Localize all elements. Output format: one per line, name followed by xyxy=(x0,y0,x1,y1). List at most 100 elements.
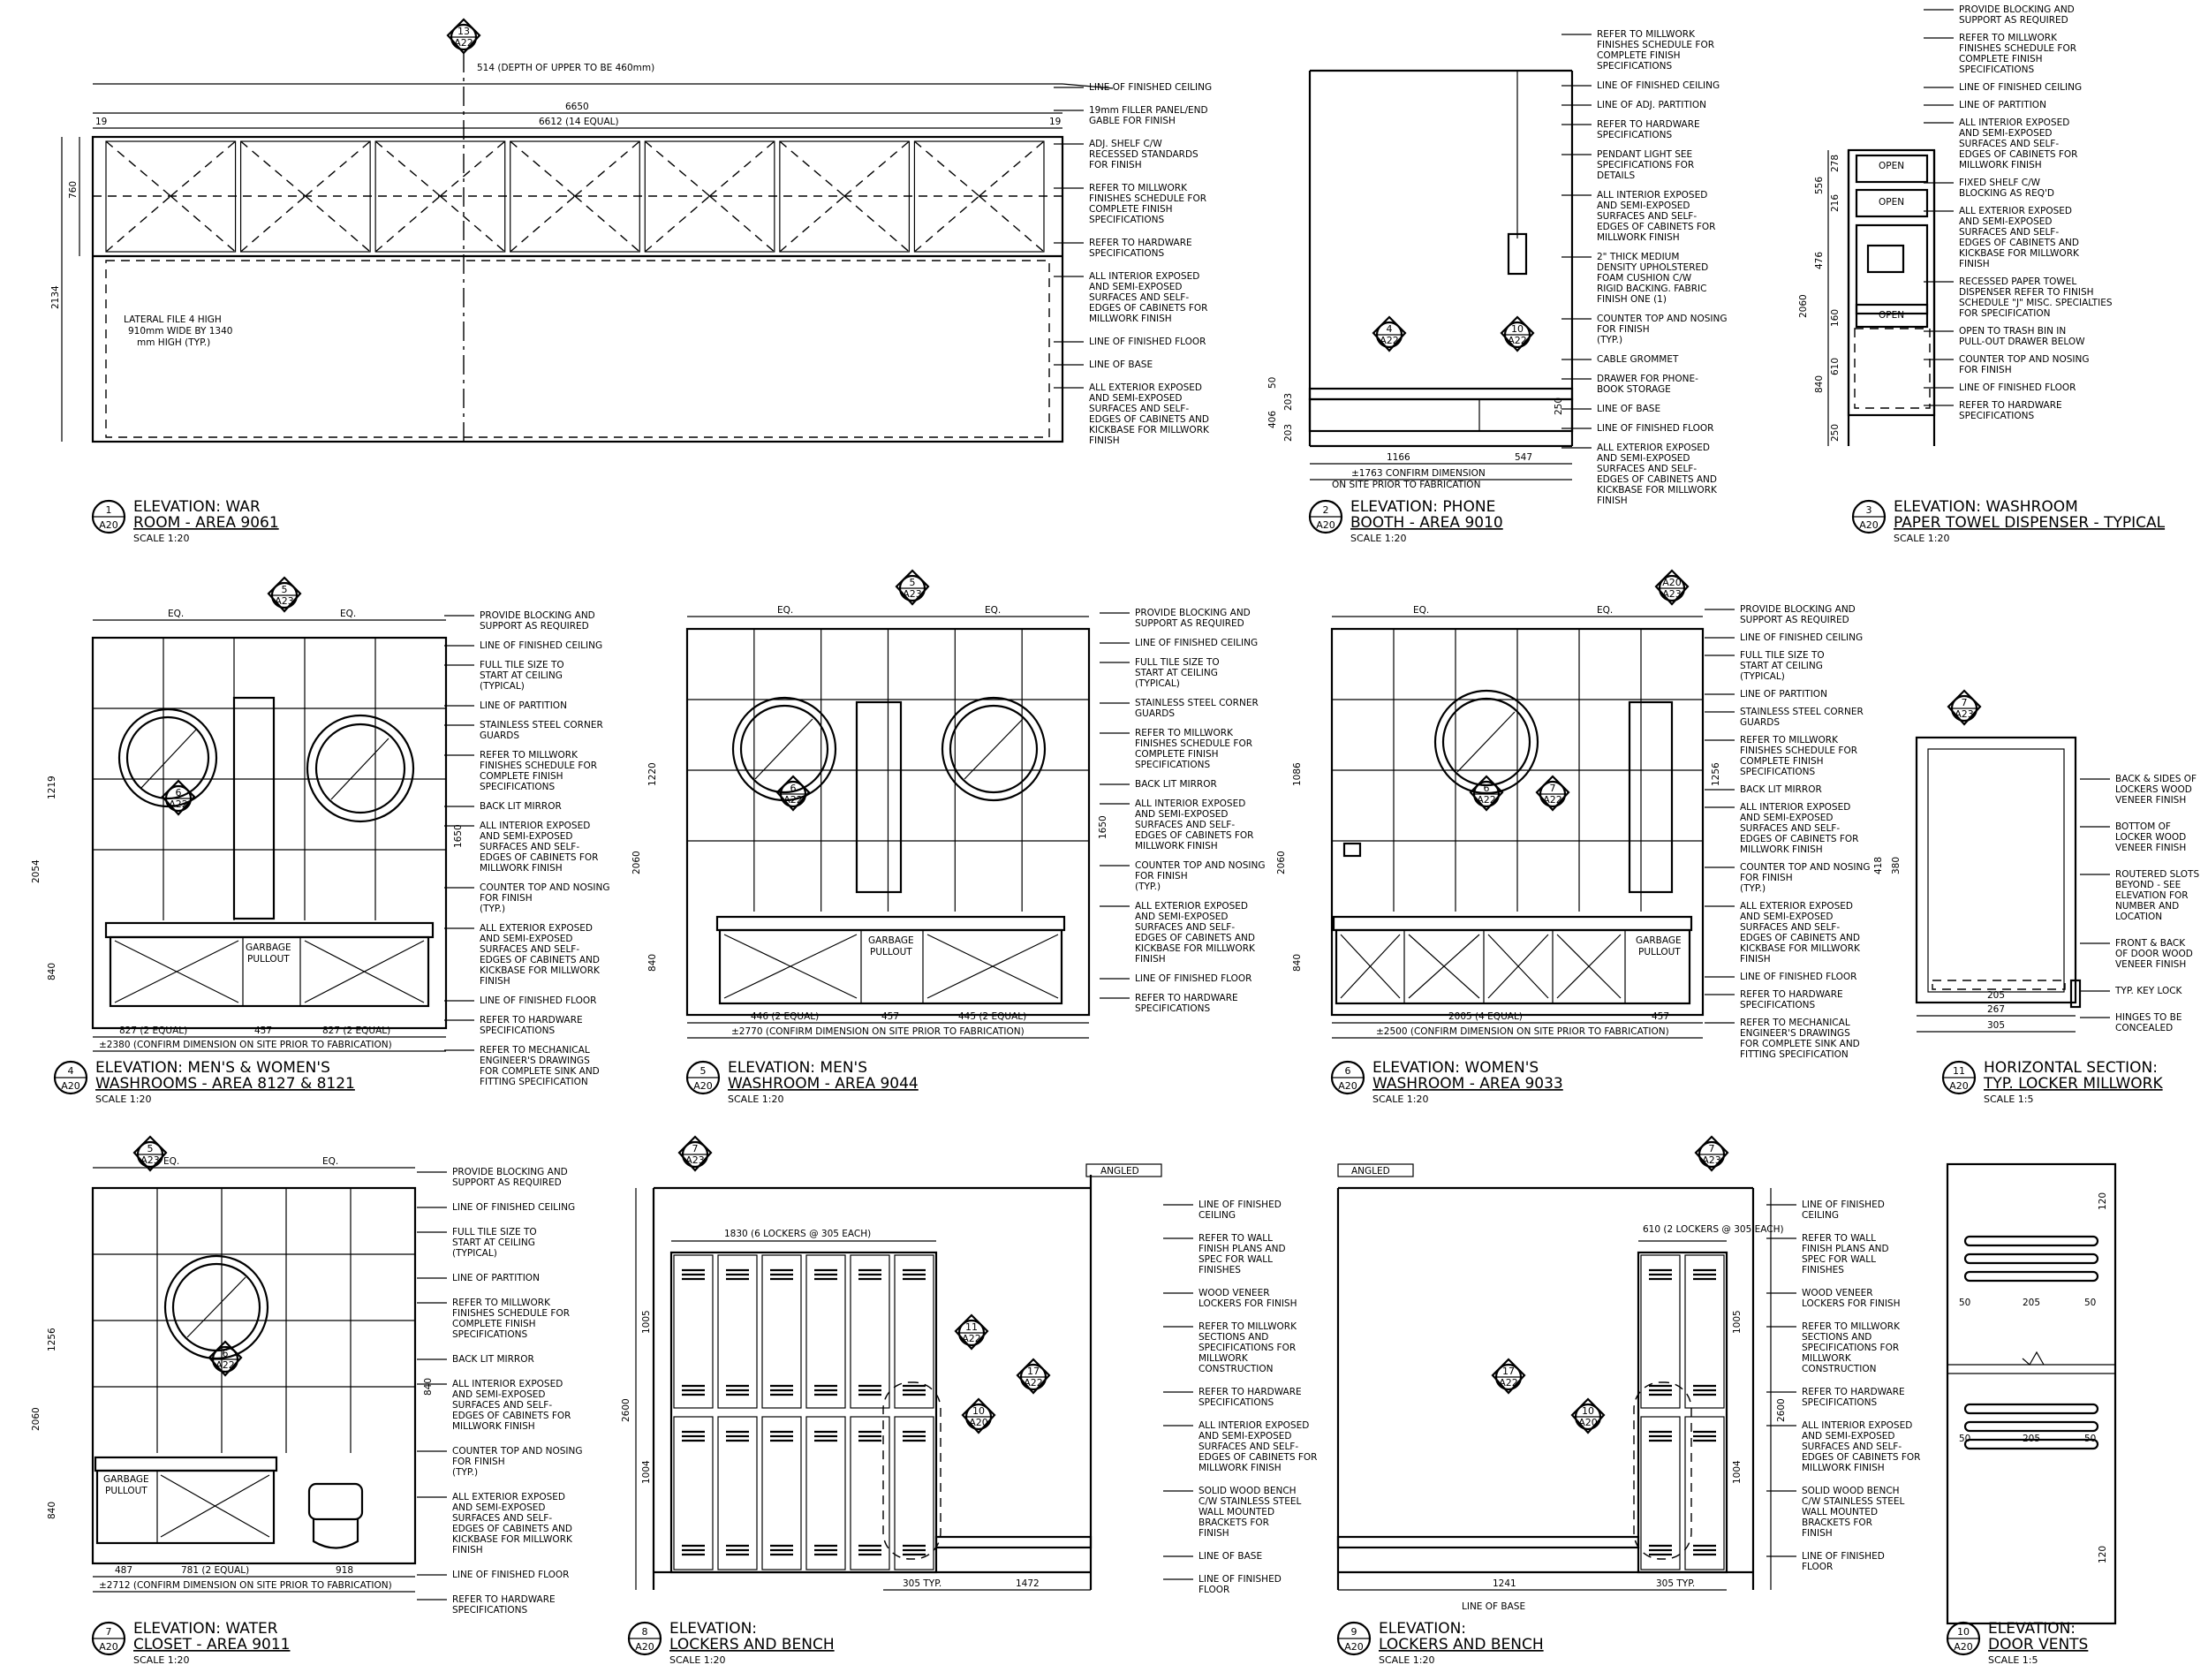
v3-dim-840: 840 xyxy=(1814,375,1825,393)
v9-line-of-base: LINE OF BASE xyxy=(1462,1601,1525,1612)
v6-note-5-line-2: COMPLETE FINISH xyxy=(1740,756,1824,767)
v8-angled: ANGLED xyxy=(1100,1166,1139,1177)
v5-garbage-1: GARBAGE xyxy=(868,935,914,946)
v9-note-1-line-1: FINISH PLANS AND xyxy=(1802,1244,1889,1254)
svg-text:4: 4 xyxy=(1387,323,1393,335)
v2-note-6-line-2: FOAM CUSHION C/W xyxy=(1597,273,1692,284)
v2-note-0-line-3: SPECIFICATIONS xyxy=(1597,61,1673,72)
v11-note-2-line-1: BEYOND - SEE xyxy=(2115,880,2181,890)
v4-note-5-line-1: FINISHES SCHEDULE FOR xyxy=(480,761,597,771)
v1-note-5-line-1: AND SEMI-EXPOSED xyxy=(1089,282,1183,292)
v2-note-6-line-3: RIGID BACKING. FABRIC xyxy=(1597,284,1706,294)
v9-dim-610: 610 (2 LOCKERS @ 305 EACH) xyxy=(1643,1224,1784,1235)
view-scale-10: SCALE 1:5 xyxy=(1988,1654,2038,1666)
svg-text:10: 10 xyxy=(1582,1405,1594,1417)
v6-note-12-line-2: FOR COMPLETE SINK AND xyxy=(1740,1039,1860,1049)
svg-text:A22: A22 xyxy=(1508,335,1527,346)
v5-dim-eq2: EQ. xyxy=(985,605,1001,616)
view-5-mens-washroom-elevation: GARBAGE PULLOUT EQ. EQ. 446 (2 EQUAL) 45… xyxy=(631,605,1266,1039)
svg-text:6: 6 xyxy=(790,783,797,794)
v6-dim-eq1: EQ. xyxy=(1413,605,1429,616)
v8-note-1-line-2: SPEC FOR WALL xyxy=(1199,1254,1273,1265)
view-scale-3: SCALE 1:20 xyxy=(1894,533,1949,544)
v4-note-5-line-3: SPECIFICATIONS xyxy=(480,782,556,792)
v1-dim-total-h: 2134 xyxy=(50,285,61,309)
v2-note-12-line-0: ALL EXTERIOR EXPOSED xyxy=(1597,443,1710,453)
v9-note-6-line-2: WALL MOUNTED xyxy=(1802,1507,1878,1517)
v3-note-6-line-2: SURFACES AND SELF- xyxy=(1959,227,2059,238)
v8-note-3-line-3: MILLWORK xyxy=(1199,1353,1249,1364)
v11-note-1-line-2: VENEER FINISH xyxy=(2115,843,2186,853)
v6-note-4-line-1: GUARDS xyxy=(1740,717,1780,728)
v4-note-2-line-1: START AT CEILING xyxy=(480,670,563,681)
v5-note-0-line-0: PROVIDE BLOCKING AND xyxy=(1135,608,1251,618)
v2-dim-203a: 203 xyxy=(1283,393,1294,411)
view-sheet-5: A20 xyxy=(693,1080,713,1092)
v1-dim-overall: 6650 xyxy=(565,102,589,112)
v11-note-2-line-4: LOCATION xyxy=(2115,912,2162,922)
svg-text:A23: A23 xyxy=(275,595,294,607)
v4-dim-1219: 1219 xyxy=(47,776,57,799)
v9-note-2-line-1: LOCKERS FOR FINISH xyxy=(1802,1298,1900,1309)
v4-note-9-line-0: ALL EXTERIOR EXPOSED xyxy=(480,923,593,934)
view-number-5: 5 xyxy=(700,1065,707,1077)
v5-dim-eq1: EQ. xyxy=(777,605,793,616)
v1-note-1-line-0: 19mm FILLER PANEL/END xyxy=(1089,105,1208,116)
v8-dim-2600: 2600 xyxy=(621,1398,631,1422)
v5-dim-total: ±2770 (CONFIRM DIMENSION ON SITE PRIOR T… xyxy=(731,1026,1025,1037)
v6-note-5-line-1: FINISHES SCHEDULE FOR xyxy=(1740,745,1857,756)
v6-note-1-line-0: LINE OF FINISHED CEILING xyxy=(1740,632,1863,643)
v7-dim-781: 781 (2 EQUAL) xyxy=(181,1565,249,1576)
v2-dim-50: 50 xyxy=(1267,377,1278,389)
v2-note-9-line-1: BOOK STORAGE xyxy=(1597,384,1671,395)
svg-text:7: 7 xyxy=(1550,783,1556,794)
v4-dim-eq2: EQ. xyxy=(340,609,356,619)
v5-dim-457: 457 xyxy=(881,1011,899,1022)
v4-dim-827a: 827 (2 EQUAL) xyxy=(119,1025,187,1036)
v1-note-4-line-0: REFER TO HARDWARE xyxy=(1089,238,1192,248)
view-sheet-4: A20 xyxy=(61,1080,80,1092)
v3-note-6-line-1: AND SEMI-EXPOSED xyxy=(1959,216,2053,227)
v4-note-9-line-4: KICKBASE FOR MILLWORK xyxy=(480,965,601,976)
v6-dim-1256: 1256 xyxy=(1711,762,1721,786)
v7-note-10-line-1: SPECIFICATIONS xyxy=(452,1605,528,1616)
v4-note-12-line-3: FITTING SPECIFICATION xyxy=(480,1077,588,1087)
v9-note-6-line-4: FINISH xyxy=(1802,1528,1833,1539)
v2-note-8-line-0: CABLE GROMMET xyxy=(1597,354,1679,365)
v4-note-7-line-0: ALL INTERIOR EXPOSED xyxy=(480,821,590,831)
v2-note-12-line-4: KICKBASE FOR MILLWORK xyxy=(1597,485,1718,496)
v1-note-2-line-1: RECESSED STANDARDS xyxy=(1089,149,1199,160)
v9-note-3-line-0: REFER TO MILLWORK xyxy=(1802,1321,1901,1332)
v1-note-4-line-1: SPECIFICATIONS xyxy=(1089,248,1165,259)
v3-note-11-line-0: REFER TO HARDWARE xyxy=(1959,400,2062,411)
v5-note-0-line-1: SUPPORT AS REQUIRED xyxy=(1135,618,1244,629)
v6-note-9-line-5: FINISH xyxy=(1740,954,1771,965)
view-1-war-room-elevation: 514 (DEPTH OF UPPER TO BE 460mm) 6650 66… xyxy=(50,53,1212,446)
v3-note-6-line-4: KICKBASE FOR MILLWORK xyxy=(1959,248,2080,259)
v2-note-12-line-5: FINISH xyxy=(1597,496,1628,506)
v11-note-0-line-2: VENEER FINISH xyxy=(2115,795,2186,806)
view-scale-7: SCALE 1:20 xyxy=(133,1654,189,1666)
v9-note-1-line-2: SPEC FOR WALL xyxy=(1802,1254,1876,1265)
v8-note-8-line-1: FLOOR xyxy=(1199,1585,1229,1595)
v4-note-3-line-0: LINE OF PARTITION xyxy=(480,700,567,711)
v11-note-2-line-2: ELEVATION FOR xyxy=(2115,890,2189,901)
v1-note-5-line-3: EDGES OF CABINETS FOR xyxy=(1089,303,1207,314)
v2-note-5-line-0: ALL INTERIOR EXPOSED xyxy=(1597,190,1707,201)
v6-note-9-line-0: ALL EXTERIOR EXPOSED xyxy=(1740,901,1853,912)
v5-note-2-line-0: FULL TILE SIZE TO xyxy=(1135,657,1220,668)
v3-open-2: OPEN xyxy=(1879,197,1904,208)
v6-note-9-line-4: KICKBASE FOR MILLWORK xyxy=(1740,943,1861,954)
v9-note-5-line-3: EDGES OF CABINETS FOR xyxy=(1802,1452,1920,1463)
svg-text:A23: A23 xyxy=(903,588,922,600)
v1-note-3-line-0: REFER TO MILLWORK xyxy=(1089,183,1188,193)
